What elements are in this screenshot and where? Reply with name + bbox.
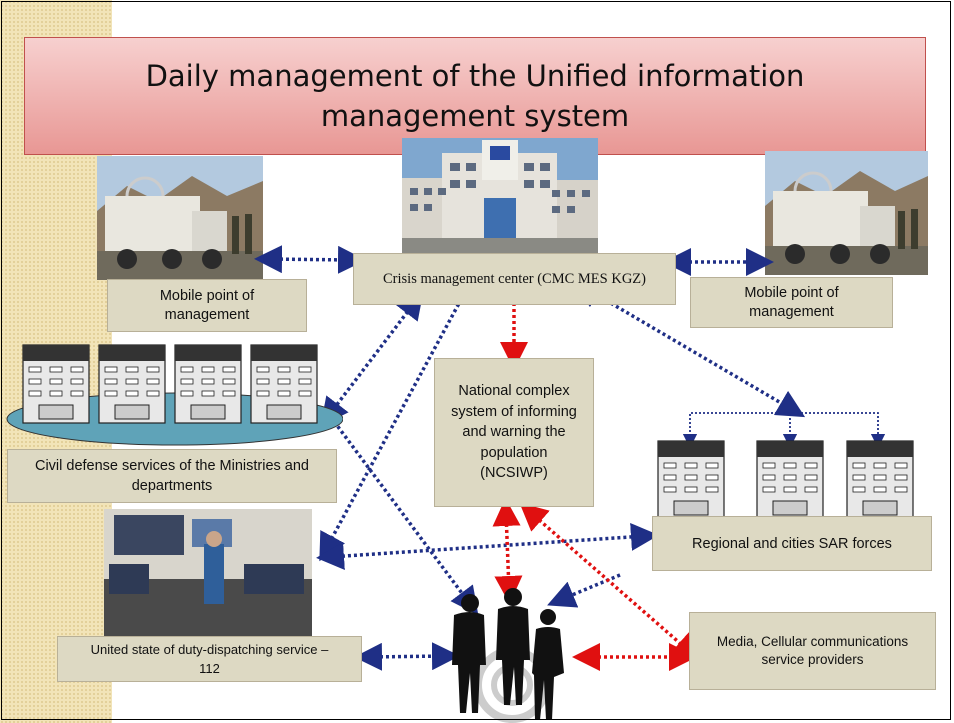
civil-defense-label: Civil defense services of the Ministries… <box>34 458 309 494</box>
ncsiwp-box: National complex system of informing and… <box>434 358 594 507</box>
sar-buildings <box>657 440 914 520</box>
mobile-point-right-box: Mobile point of management <box>690 277 893 328</box>
cmc-building-photo <box>402 138 598 255</box>
mobile-point-left-label: Mobile point of management <box>159 287 255 323</box>
sar-label: Regional and cities SAR forces <box>692 535 892 552</box>
dispatch-room-photo <box>104 509 312 637</box>
link-dispatch-sar <box>316 522 659 571</box>
dispatch-box: United state of duty-dispatching service… <box>57 636 362 682</box>
civil-defense-buildings <box>6 344 343 446</box>
link-mobile-left-cmc <box>254 245 366 274</box>
cmc-box: Crisis management center (CMC MES KGZ) <box>353 253 676 305</box>
mobile-truck-photo-left <box>97 156 263 280</box>
media-label: Media, Cellular communications service p… <box>716 634 909 667</box>
mobile-point-right-label: Mobile point of management <box>744 284 839 320</box>
people-silhouette-icon <box>452 588 564 723</box>
link-ncsiwp-people <box>492 498 523 604</box>
mobile-truck-photo-right <box>765 151 928 275</box>
slide-title: Daily management of the Unified informat… <box>24 37 926 155</box>
link-dispatch-people <box>354 642 460 671</box>
ncsiwp-label: National complex system of informing and… <box>451 383 577 482</box>
civil-defense-box: Civil defense services of the Ministries… <box>7 449 337 503</box>
media-box: Media, Cellular communications service p… <box>689 612 936 690</box>
dispatch-label: United state of duty-dispatching service… <box>90 642 329 676</box>
mobile-point-left-box: Mobile point of management <box>107 279 307 332</box>
sar-box: Regional and cities SAR forces <box>652 516 932 571</box>
title-text: Daily management of the Unified informat… <box>145 59 805 133</box>
cmc-label: Crisis management center (CMC MES KGZ) <box>383 270 646 287</box>
